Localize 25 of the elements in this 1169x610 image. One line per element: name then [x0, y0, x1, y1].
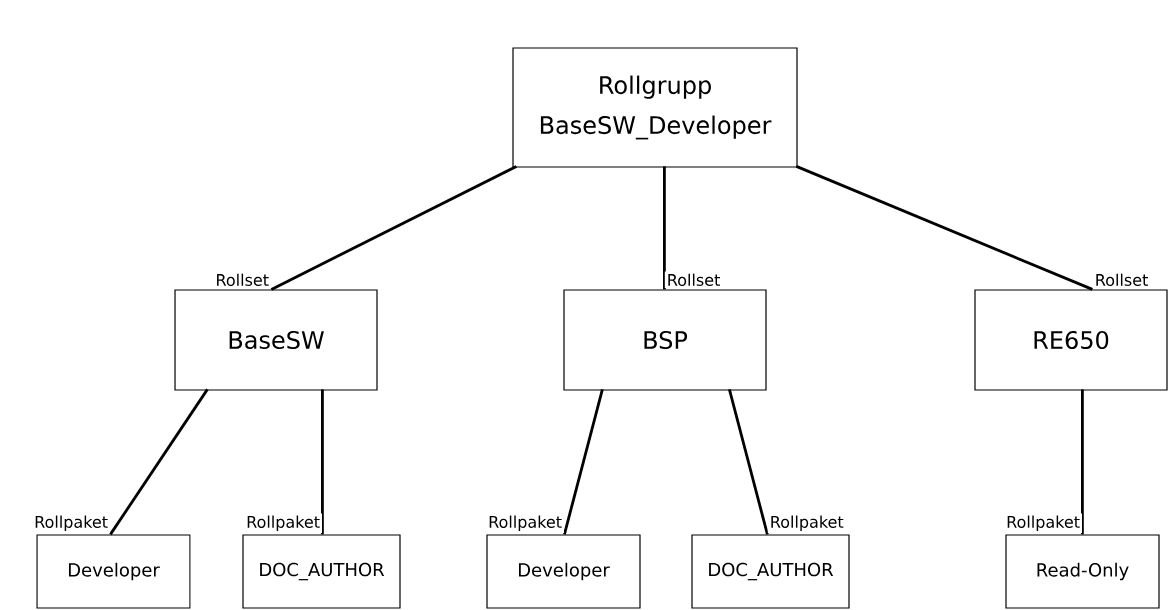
- edge-label: Rollset: [664, 271, 723, 288]
- edge-label: Rollset: [1092, 271, 1151, 288]
- edge-label: Rollpaket: [486, 513, 564, 533]
- edge-label: Rollpaket: [32, 513, 110, 533]
- connector-line: [663, 166, 666, 290]
- role-set-box: BSP: [563, 289, 767, 391]
- role-package-box: DOC_AUTHOR: [242, 534, 401, 609]
- edge-label: Rollpaket: [244, 513, 322, 533]
- role-package-box: DOC_AUTHOR: [691, 534, 850, 609]
- connector-line: [563, 389, 604, 535]
- connector-line: [321, 389, 324, 535]
- edge-label: Rollset: [213, 271, 271, 288]
- connector-line: [1081, 389, 1084, 535]
- connector-line: [109, 388, 209, 536]
- connector-line: [795, 165, 1093, 291]
- role-package-box: Developer: [36, 534, 191, 609]
- role-package-box: Read-Only: [1005, 534, 1160, 609]
- role-set-box: BaseSW: [174, 289, 378, 391]
- edge-label: Rollpaket: [767, 513, 846, 533]
- role-package-box: Developer: [486, 534, 641, 609]
- root-box: Rollgrupp BaseSW_Developer: [512, 47, 798, 168]
- edge-label: Rollpaket: [1004, 513, 1082, 533]
- role-set-box: RE650: [974, 289, 1168, 391]
- connector-line: [270, 165, 518, 291]
- connector-line: [728, 389, 769, 535]
